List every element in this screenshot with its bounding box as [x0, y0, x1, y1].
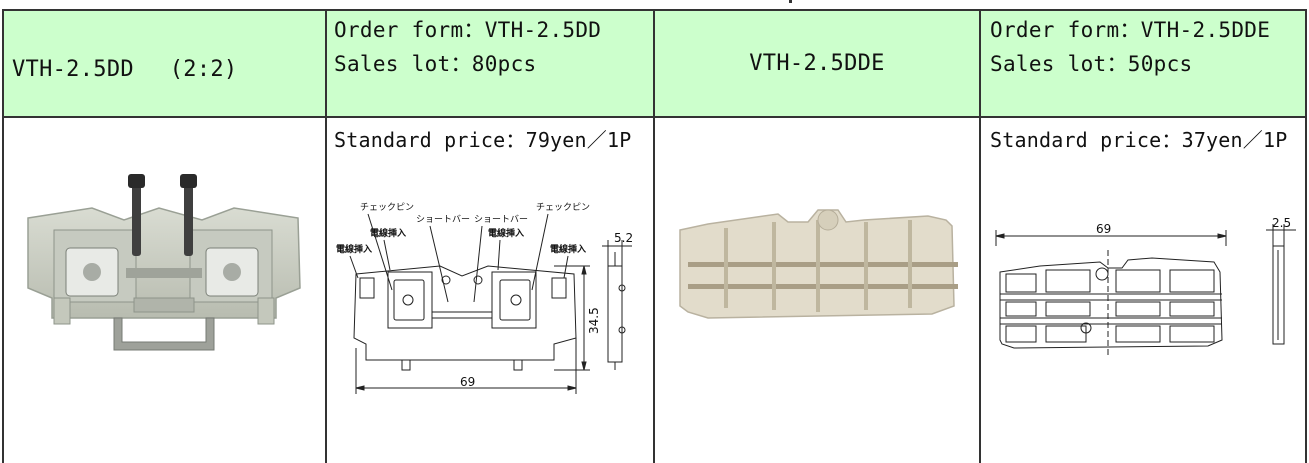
header-cell-order-2 [981, 11, 1305, 116]
header-cell-product-1 [4, 11, 325, 116]
dimension-width-69: 69 [460, 375, 475, 389]
grid-right-border [1305, 9, 1307, 463]
dimension-thickness-2-5: 2.5 [1272, 216, 1291, 230]
short-bar-left-label: ショートバー [416, 214, 470, 225]
wire-insert-label-3: 電線挿入 [488, 227, 524, 239]
dimension-height-34-5: 34.5 [587, 307, 601, 334]
product-title-vth-2-5dde: VTH-2.5DDE [749, 51, 885, 76]
sales-lot-vth-2-5dde: Sales lot：50pcs [990, 52, 1193, 76]
grid-col-divider-3 [979, 9, 981, 463]
order-form-vth-2-5dde: Order form：VTH-2.5DDE [990, 18, 1271, 42]
sales-lot-vth-2-5dd: Sales lot：80pcs [334, 52, 537, 76]
grid-col-divider-2 [653, 9, 655, 463]
header-cell-order-1 [327, 11, 653, 116]
product-photo-vth-2-5dde [679, 209, 958, 319]
technical-drawing-vth-2-5dde: 69 2.5 [995, 216, 1296, 356]
order-form-vth-2-5dd: Order form：VTH-2.5DD [334, 18, 602, 42]
wire-insert-label-1: 電線挿入 [336, 243, 372, 255]
wire-insert-label-2: 電線挿入 [370, 227, 406, 239]
grid-col-divider-1 [325, 9, 327, 463]
dimension-width-69: 69 [1096, 222, 1111, 236]
check-pin-left-label: チェックピン [360, 202, 414, 213]
short-bar-right-label: ショートバー [474, 214, 528, 225]
check-pin-right-label: チェックピン [536, 202, 590, 213]
header-cell-product-2 [655, 11, 979, 116]
standard-price-vth-2-5dd: Standard price：79yen／1P [334, 128, 632, 152]
technical-drawing-vth-2-5dd: チェックピン チェックピン ショートバー ショートバー 電線挿入 電線挿入 電線… [336, 202, 633, 394]
wire-insert-label-4: 電線挿入 [550, 243, 586, 255]
product-title-vth-2-5dd: VTH-2.5DD (2:2) [12, 57, 238, 82]
product-photo-vth-2-5dd [27, 174, 301, 351]
dimension-thickness-5-2: 5.2 [614, 231, 633, 245]
top-marker-dot [789, 0, 792, 3]
standard-price-vth-2-5dde: Standard price：37yen／1P [990, 128, 1288, 152]
grid-left-border [2, 9, 4, 463]
